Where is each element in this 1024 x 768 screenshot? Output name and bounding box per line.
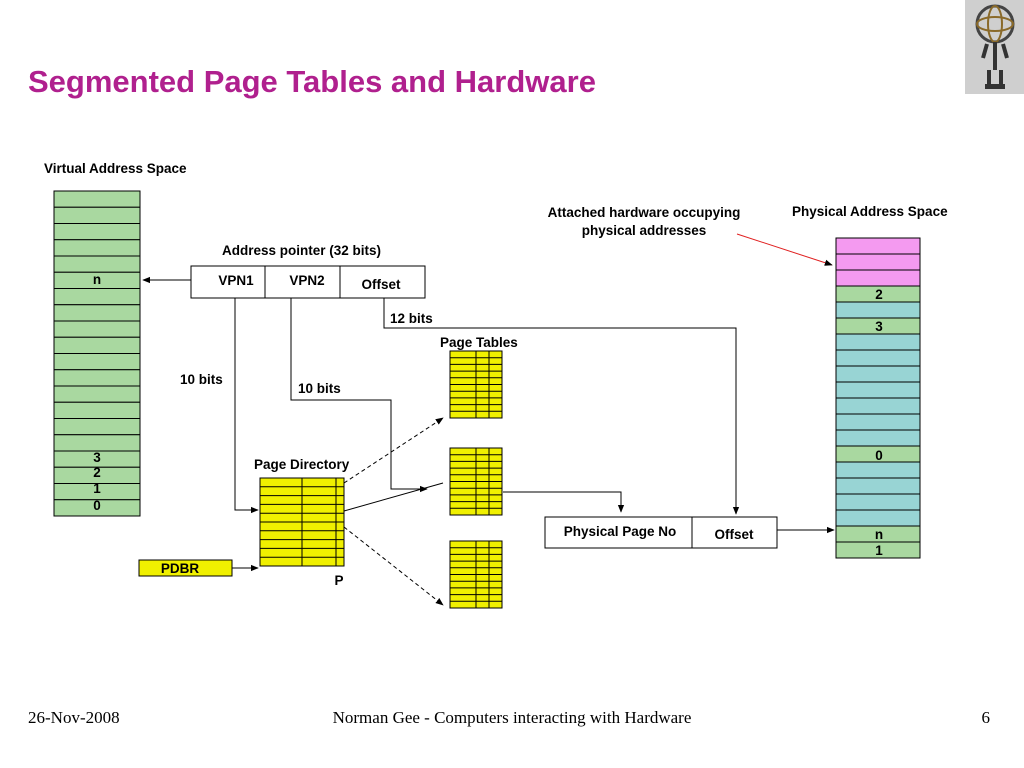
address-pointer-box (190, 265, 426, 299)
virtual-space-row (53, 288, 141, 306)
physical-space-row (835, 541, 921, 559)
offset-field: Offset (361, 277, 401, 292)
virtual-space-row (53, 190, 141, 208)
directory-to-table-3-dashed (343, 526, 444, 606)
virtual-space-row (53, 320, 141, 338)
physical-space-row (835, 397, 921, 415)
page-directory-label: Page Directory (254, 457, 350, 472)
pdbr-label: PDBR (161, 561, 200, 576)
virtual-space-row (53, 369, 141, 387)
virtual-space-label: Virtual Address Space (44, 161, 187, 176)
physical-row-label-n: n (875, 527, 883, 542)
physical-row-label-2: 2 (875, 287, 883, 302)
atlas-logo (965, 0, 1024, 94)
physical-space-row (835, 493, 921, 511)
directory-to-table-2-line (343, 482, 444, 512)
physical-space-row (835, 429, 921, 447)
virtual-space-column (53, 190, 141, 517)
virtual-space-row (53, 434, 141, 452)
virtual-space-row (53, 255, 141, 273)
hardware-note-line-2: physical addresses (582, 223, 707, 238)
offset-line (383, 298, 740, 515)
page-directory-table (259, 477, 345, 567)
physical-space-column (835, 237, 921, 559)
physical-space-row (835, 381, 921, 399)
footer-page-number: 6 (981, 708, 991, 727)
physical-page-no-field: Physical Page No (564, 524, 677, 539)
virtual-row-label-1: 1 (93, 481, 101, 496)
vpn2-bits-label: 10 bits (298, 381, 341, 396)
virtual-row-label-3: 3 (93, 450, 101, 465)
physical-space-row (835, 253, 921, 271)
virtual-space-row (53, 336, 141, 354)
vpn1-bits-label: 10 bits (180, 372, 223, 387)
page-table-to-physical-page-line (503, 491, 625, 513)
page-directory-p-label: P (334, 573, 343, 588)
virtual-space-row (53, 499, 141, 517)
virtual-space-row (53, 304, 141, 322)
physical-space-row (835, 237, 921, 255)
physical-row-label-0: 0 (875, 448, 883, 463)
footer-date: 26-Nov-2008 (28, 708, 120, 727)
physical-space-row (835, 365, 921, 383)
virtual-space-row (53, 385, 141, 403)
virtual-space-row (53, 418, 141, 436)
hardware-note-arrow (736, 233, 833, 266)
page-tables-label: Page Tables (440, 335, 518, 350)
physical-space-label: Physical Address Space (792, 204, 948, 219)
physical-space-row (835, 477, 921, 495)
physical-space-row (835, 461, 921, 479)
physical-space-row (835, 349, 921, 367)
virtual-space-row (53, 353, 141, 371)
virtual-space-row (53, 401, 141, 419)
physical-space-row (835, 333, 921, 351)
vpn2-field: VPN2 (289, 273, 324, 288)
virtual-row-label-n: n (93, 272, 101, 287)
slide-title: Segmented Page Tables and Hardware (28, 64, 596, 99)
physical-space-row (835, 301, 921, 319)
vpn2-to-page-table-line (290, 298, 428, 493)
vpn1-to-directory-line (234, 298, 259, 514)
physical-offset-field: Offset (714, 527, 754, 542)
directory-to-table-1-dashed (343, 417, 444, 484)
physical-space-row (835, 413, 921, 431)
physical-row-label-3: 3 (875, 319, 883, 334)
vpn1-field: VPN1 (218, 273, 254, 288)
offset-bits-label: 12 bits (390, 311, 433, 326)
virtual-row-label-2: 2 (93, 465, 101, 480)
virtual-space-row (53, 239, 141, 257)
physical-row-label-1: 1 (875, 543, 883, 558)
atlas-figure-icon (975, 4, 1015, 89)
virtual-row-label-0: 0 (93, 498, 101, 513)
physical-page-box (544, 516, 778, 549)
address-pointer-label: Address pointer (32 bits) (222, 243, 381, 258)
virtual-space-row (53, 206, 141, 224)
footer-title: Norman Gee - Computers interacting with … (332, 708, 692, 727)
virtual-space-row (53, 223, 141, 241)
physical-space-row (835, 509, 921, 527)
physical-space-row (835, 269, 921, 287)
hardware-note-line-1: Attached hardware occupying (548, 205, 741, 220)
page-tables-group (449, 350, 503, 609)
